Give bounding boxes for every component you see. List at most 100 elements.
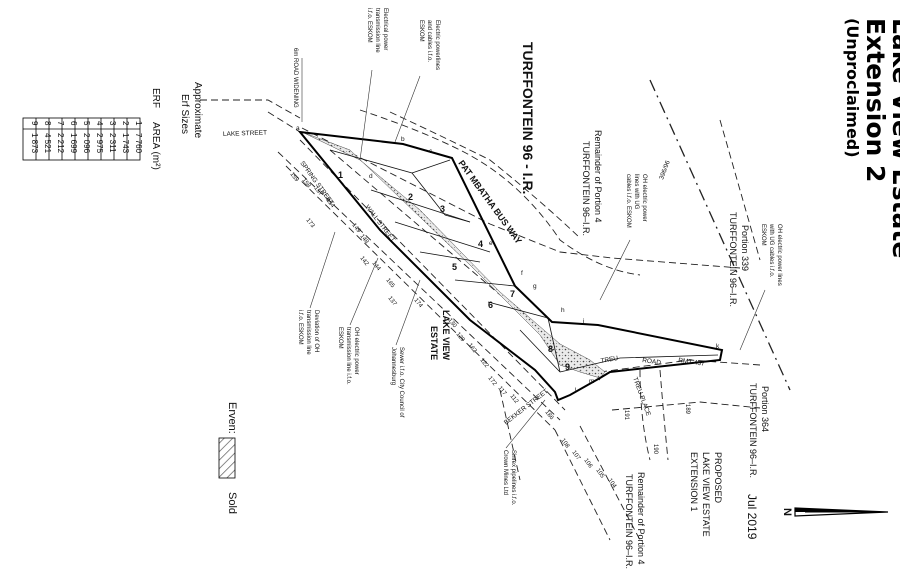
table-row-area: 1 743 [121,133,130,154]
neighbour-erf: 172 [486,376,497,388]
neighbour-erf: 165 [384,278,395,290]
pat-mbatha-busway-label: PAT MBATHA BUS WAY [456,158,523,245]
lake-view-estate-label-2: ESTATE [429,326,439,360]
title-line-3: (Unproclaimed) [843,18,862,158]
neighbour-erf: 154 [324,198,335,210]
sinrex-note: Sinrex pipelines i.f.o. [510,450,516,506]
beacon-label: g [533,283,537,290]
table-row-erf: 4 [95,121,104,126]
neighbour-erf: 130 [446,318,457,330]
neighbour-erf: 189 [684,404,690,415]
elec-cables-note-2: and cables i.f.o. [426,20,432,62]
beacon-label: j [582,318,584,325]
erf-number: 5 [452,262,457,272]
beacon-label: b [401,136,405,143]
neighbour-erf: 157 [312,186,323,198]
table-heading: Approximate [192,82,203,139]
title-line-1: Lake View Estate [887,18,900,258]
beacon-label: c [429,148,433,155]
elec-cables-note: Electric powerlines [434,20,440,70]
neighbour-erf: 105 [594,468,605,480]
lake-view-estate-label: LAKE VIEW [441,310,451,361]
table-row-area: 2 096 [82,133,91,154]
sewer-note-2: Johannesburg [390,347,396,385]
beacon-label: e [489,240,493,247]
north-arrow [794,507,889,517]
rmt-label: RMT 457 [678,357,706,368]
neighbour-erf: 129 [454,332,465,344]
servitude-annotations: Electrical power transmission line i.f.o… [297,8,782,506]
neighbour-erf: 112 [508,394,519,406]
erf-number: 8 [548,344,553,354]
table-row-erf: 8 [43,121,52,126]
neighbour-erf: 104 [606,478,617,490]
neighbour-erf: 158 [300,178,311,190]
table-row-erf: 9 [30,121,39,126]
table-row-erf: 1 [134,121,143,126]
oh-transmission-note-3: ESKOM [337,327,343,349]
remainder-portion-4-bottom-label-2: TURFFONTEIN 96–I.R. [624,474,634,569]
portion-339-label-2: TURFFONTEIN 96–I.R. [728,212,738,307]
table-row-area: 1 873 [30,133,39,154]
neighbour-erf: 159 [288,172,299,184]
oh-ug-note: OH electric power [641,174,647,222]
oh-transmission-note-2: transmission line i.f.o. [345,327,351,385]
title-line-2: Extension 2 [861,18,890,182]
roads-and-servitudes [200,79,791,541]
neighbour-erf: 144 [370,261,381,273]
table-row-erf: 3 [108,121,117,126]
neighbour-erf: 162 [466,343,477,355]
oh-transmission-note: OH electric power [353,327,359,375]
oh-top-note: OH electric power lines [776,224,782,286]
neighbour-erf: 173 [304,218,315,230]
legend-sold: Sold [226,492,238,514]
beacon-label: d [369,173,373,180]
legend-label: Erven: [226,402,238,434]
map-date: Jul 2019 [745,494,759,540]
road-label: ROAD [642,357,662,367]
portion-labels: Remainder of Portion 4 TURFFONTEIN 96–I.… [429,130,770,569]
beacon-label: h [561,307,565,314]
beacon-label: m [589,378,594,385]
neighbour-erf: 186 [543,410,554,422]
oh-ug-note-3: cables i.f.o. ESKOM [625,174,631,228]
portion-ref-label: 396/96 [658,159,672,180]
sewer-note: Sewer i.f.o. City Council of [398,347,404,418]
portion-364-label-2: TURFFONTEIN 96–I.R. [748,383,758,478]
table-row-area: 7 760 [134,133,143,154]
elec-transmission-note-3: i.f.o. ESKOM [366,8,372,43]
erf-number: 6 [488,300,493,310]
legend: Erven: Sold [218,402,238,514]
legend-sold-swatch [218,437,236,479]
title-block: Lake View Estate Extension 2 (Unproclaim… [843,18,900,258]
servitude-strip [301,131,606,379]
portion-364-label: Portion 364 [760,386,770,432]
deviation-note-3: i.f.o. ESKOM [297,310,303,345]
neighbour-erf: 137 [386,296,397,308]
erf-numbers: 1 2 3 4 5 6 7 8 9 [338,170,570,372]
leader-lines [301,58,766,449]
table-row-area: 2 212 [56,133,65,154]
road-widening-label: 6m ROAD WIDENING [292,48,298,108]
neighbour-erf: 174 [412,298,423,310]
remainder-portion-4-label-2: TURFFONTEIN 96–I.R. [581,141,591,236]
table-row-erf: 7 [56,121,65,126]
table-row-erf: 5 [82,121,91,126]
lake-street-label: LAKE STREET [223,129,267,138]
beacon-label: k [716,343,720,350]
neighbour-erf: 108 [559,438,570,450]
oh-top-note-2: with UG cables i.f.o. [768,223,774,278]
table-row-area: 2 975 [95,133,104,154]
table-row-erf: 6 [69,121,78,126]
farm-label: TURFFONTEIN 96 - I.R. [520,42,536,194]
portion-339-label: Portion 339 [740,225,750,271]
neighbour-erf: 148 [358,234,369,246]
sinrex-note-2: Crown Mines Ltd [502,450,508,495]
remainder-portion-4-bottom-label: Remainder of Portion 4 [636,472,646,565]
bekker-street-label: BEKKER STREET [503,388,550,427]
deviation-note: Deviation of OH [313,310,319,352]
neighbour-erf: 191 [623,410,629,421]
neighbour-erf: 122 [478,358,489,370]
table-col-erf: ERF [150,88,161,108]
erf-number: 1 [338,170,343,180]
